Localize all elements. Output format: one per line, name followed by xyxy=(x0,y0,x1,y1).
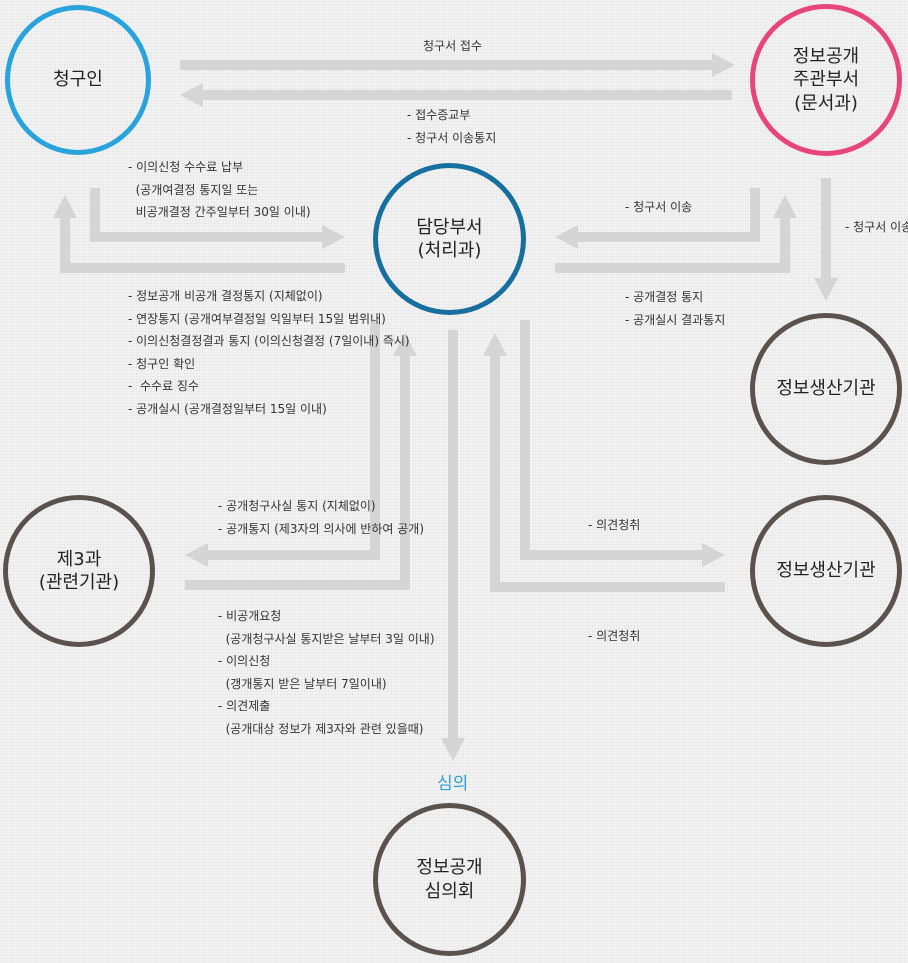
arrowhead xyxy=(441,738,465,761)
node-label: 제3과 (관련기관) xyxy=(38,548,120,593)
arrow-producer-to-dept xyxy=(490,350,725,592)
arrowhead xyxy=(180,83,203,107)
note-transfer: - 청구서 이송 xyxy=(625,200,693,214)
node-label: 정보생산기관 xyxy=(776,378,876,400)
arrowhead xyxy=(773,195,797,218)
node-producer-bottom: 정보생산기관 xyxy=(750,495,902,647)
node-main-dept: 정보공개 주관부서 (문서과) xyxy=(750,4,902,156)
node-label: 정보공개 주관부서 (문서과) xyxy=(792,45,860,114)
note-third-notice: - 공개청구사실 통지 (지체없이) - 공개통지 (제3자의 의사에 반하여 … xyxy=(218,499,425,536)
arrowhead xyxy=(814,278,838,301)
arrowhead xyxy=(393,333,417,356)
node-label: 정보공개 심의회 xyxy=(416,857,483,902)
note-transfer-right: - 청구서 이송 xyxy=(845,220,908,234)
arrow-dept-to-claimant xyxy=(60,212,345,273)
arrow-third-to-dept xyxy=(185,350,410,590)
node-producer-top: 정보생산기관 xyxy=(750,313,902,465)
arrowhead xyxy=(555,225,578,249)
node-claimant: 청구인 xyxy=(5,5,151,155)
arrow-fee-to-dept xyxy=(90,188,330,242)
note-opinion-1: - 의견청취 xyxy=(588,518,641,532)
arrow-dept-to-third xyxy=(200,322,380,560)
arrowhead xyxy=(483,333,507,356)
arrowhead xyxy=(322,225,345,249)
arrowhead xyxy=(712,53,735,77)
arrowhead xyxy=(702,543,725,567)
deliberation-label: 심의 xyxy=(437,774,469,794)
node-handling-dept: 담당부서 (처리과) xyxy=(373,163,526,315)
note-third-reply: - 비공개요청 (공개청구사실 통지받은 날부터 3일 이내) - 이의신청 (… xyxy=(218,609,435,736)
note-opinion-2: - 의견청취 xyxy=(588,629,641,643)
arrowhead xyxy=(185,543,208,567)
note-receipt-return: - 접수증교부 - 청구서 이송통지 xyxy=(407,108,497,145)
arrow-transfer-to-dept xyxy=(570,188,760,242)
node-label: 청구인 xyxy=(53,69,103,91)
arrowhead xyxy=(53,195,77,218)
arrow-dept-to-producer xyxy=(520,320,710,560)
node-label: 정보생산기관 xyxy=(776,560,876,582)
note-objection-fee: - 이의신청 수수료 납부 (공개여결정 통지일 또는 비공개결정 간주일부터 … xyxy=(128,160,311,219)
node-third-party: 제3과 (관련기관) xyxy=(3,495,155,647)
note-request-receipt: 청구서 접수 xyxy=(423,39,483,53)
note-public-notice: - 공개결정 통지 - 공개실시 결과통지 xyxy=(625,290,726,327)
arrow-dept-to-main xyxy=(555,212,790,273)
note-decisions: - 정보공개 비공개 결정통지 (지체없이) - 연장통지 (공개여부결정일 익… xyxy=(128,289,410,416)
node-committee: 정보공개 심의회 xyxy=(373,803,526,956)
node-label: 담당부서 (처리과) xyxy=(416,216,483,261)
